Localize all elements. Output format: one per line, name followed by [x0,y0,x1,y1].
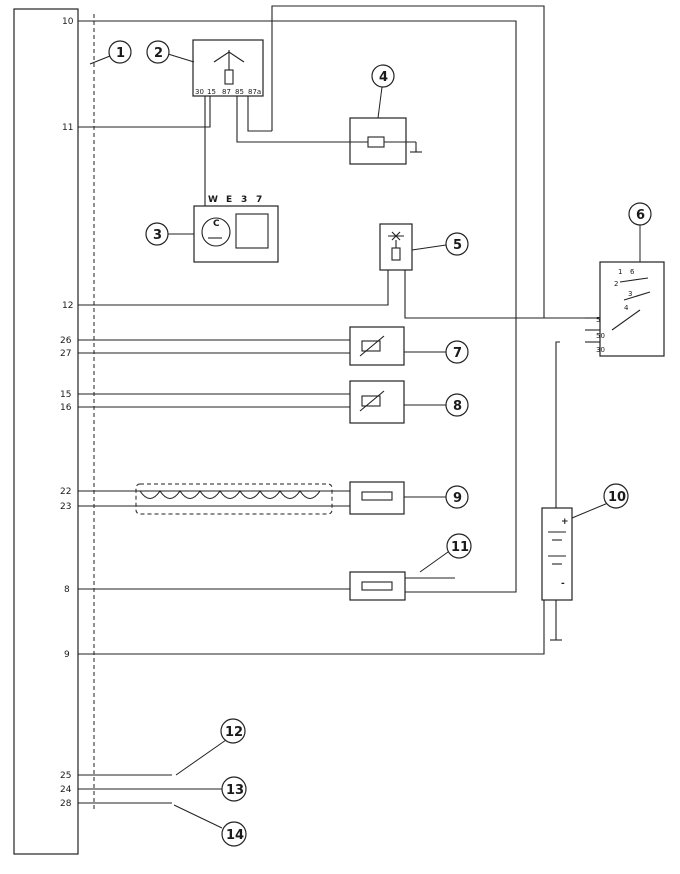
relay-terminal-87: 87 [222,88,231,96]
component-11-sensor [349,571,406,601]
relay-terminal-30: 30 [195,88,204,96]
component-7-sensor [349,326,405,366]
component-10-battery: + - [541,507,573,641]
callout-9: 9 [453,491,462,506]
pin-label-25: 25 [60,771,71,781]
switch-terminal-30: 30 [596,346,605,354]
pin-label-12: 12 [62,301,73,311]
callout-5: 5 [453,238,462,253]
pin-label-11: 11 [62,123,73,133]
relay-terminal-85: 85 [235,88,244,96]
pin-label-26: 26 [60,336,72,346]
pin-stubs [78,20,96,804]
battery-plus: + [561,517,569,527]
switch-terminal-6: 6 [630,268,635,276]
switch-terminal-50: 50 [596,332,605,340]
component-3-gauge: C W E 3 7 [193,195,279,263]
switch-terminal-3: 3 [628,290,632,298]
callout-14: 14 [226,828,244,843]
component-5-sensor [379,223,413,271]
pin-label-15: 15 [60,390,71,400]
switch-terminal-2: 2 [614,280,618,288]
pin-label-23: 23 [60,502,71,512]
callout-11: 11 [451,540,469,555]
callout-3: 3 [153,228,162,243]
pin-label-10: 10 [62,17,74,27]
gauge-terminal-7: 7 [256,195,262,205]
callout-7: 7 [453,346,462,361]
callout-12: 12 [225,725,243,740]
callout-1: 1 [116,46,125,61]
gauge-terminal-e: E [226,195,232,205]
callout-2: 2 [154,46,163,61]
component-4-resistor [349,117,422,165]
ecu-block [13,8,79,855]
gauge-symbol: C [213,219,220,229]
pin-label-27: 27 [60,349,71,359]
callout-8: 8 [453,399,462,414]
gauge-terminal-w: W [208,195,218,205]
pin-label-22: 22 [60,487,71,497]
pin-label-9: 9 [64,650,70,660]
wires [96,5,585,804]
battery-minus: - [561,579,565,589]
ecu-pin-labels: 10 11 12 26 27 15 16 22 23 8 9 25 24 28 [60,17,74,809]
component-6-switch: 1 6 2 3 4 5 50 30 [585,261,665,357]
pin-label-28: 28 [60,799,72,809]
gauge-terminal-3: 3 [241,195,247,205]
component-9-sensor [135,481,405,515]
callouts: 1 2 3 4 5 6 7 8 9 10 11 12 [89,40,652,847]
component-8-sensor [349,380,405,424]
relay-terminal-87a: 87a [248,88,261,96]
callout-10: 10 [608,490,626,505]
callout-4: 4 [379,70,388,85]
relay-terminal-15: 15 [207,88,216,96]
pin-label-16: 16 [60,403,72,413]
callout-13: 13 [226,783,244,798]
switch-terminal-1: 1 [618,268,622,276]
pin-label-8: 8 [64,585,70,595]
relay-component: 30 15 87 85 87a [192,39,264,97]
callout-6: 6 [636,208,645,223]
switch-terminal-4: 4 [624,304,629,312]
pin-label-24: 24 [60,785,72,795]
switch-terminal-5: 5 [596,316,600,324]
